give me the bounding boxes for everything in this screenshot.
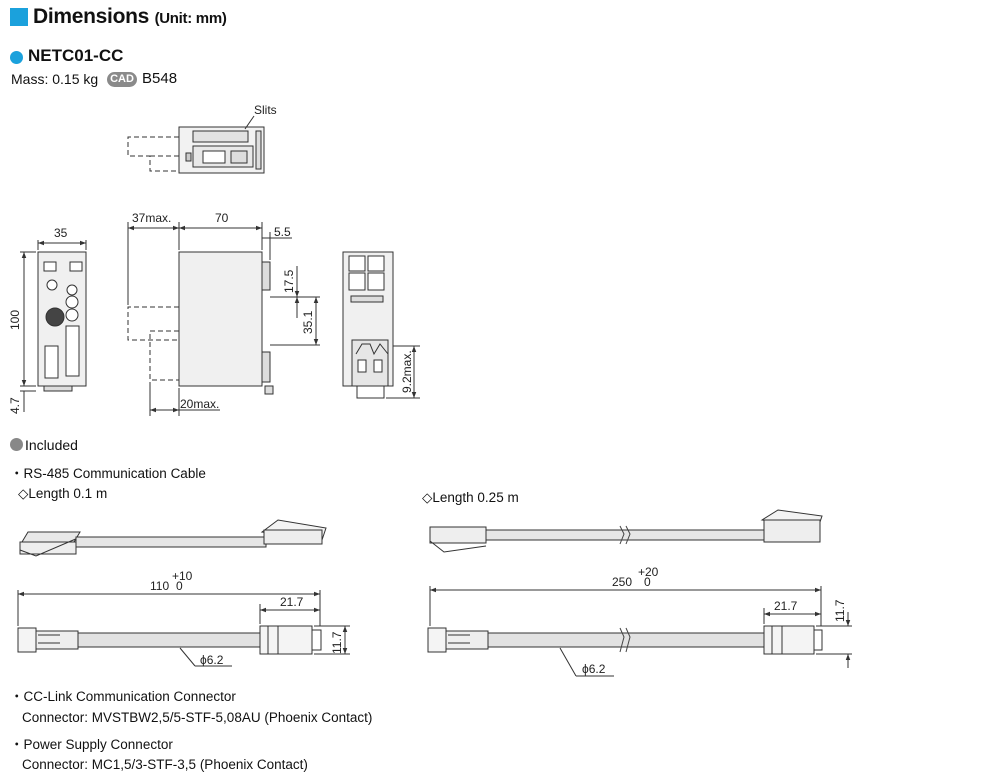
- top-view: Slits: [127, 103, 277, 174]
- page-title: Dimensions (Unit: mm): [33, 5, 227, 28]
- short-tol-minus: 0: [176, 579, 183, 593]
- cc-link-connector: Connector: MVSTBW2,5/5-STF-5,08AU (Phoen…: [22, 710, 373, 725]
- long-11-7: 11.7: [833, 599, 847, 622]
- cad-badge[interactable]: CAD: [107, 72, 137, 87]
- long-tol-plus: +20: [638, 565, 659, 579]
- model-bullet: [10, 51, 23, 64]
- cable-long-perspective: [429, 509, 823, 553]
- long-21-7: 21.7: [774, 599, 798, 613]
- dim-20max: 20max.: [180, 397, 219, 411]
- cable-short-dimensioned: 110 +10 0 21.7 11.7 ϕ6.2: [17, 569, 350, 667]
- long-length-label: ◇Length 0.25 m: [422, 490, 519, 505]
- dim-17-5: 17.5: [282, 269, 296, 293]
- cad-code[interactable]: B548: [142, 70, 178, 87]
- slits-label: Slits: [254, 103, 277, 117]
- long-tol-minus: 0: [644, 575, 651, 589]
- cc-link-label: ・CC-Link Communication Connector: [10, 689, 236, 704]
- short-21-7: 21.7: [280, 595, 304, 609]
- side-view: 37max. 70 5.5 17.5 35.1 20max.: [127, 211, 320, 416]
- dim-35-1: 35.1: [301, 310, 315, 334]
- short-length-label: ◇Length 0.1 m: [18, 486, 108, 501]
- dim-100: 100: [8, 310, 22, 330]
- rear-view: 9.2max.: [342, 251, 420, 399]
- title-marker: [10, 8, 28, 26]
- power-connector: Connector: MC1,5/3-STF-3,5 (Phoenix Cont…: [22, 757, 308, 772]
- short-len: 110: [150, 579, 169, 593]
- dim-35: 35: [54, 226, 68, 240]
- model-name: NETC01-CC: [28, 46, 124, 65]
- short-tol-plus: +10: [172, 569, 193, 583]
- included-heading: Included: [25, 437, 78, 453]
- dim-37max: 37max.: [132, 211, 171, 225]
- front-view: 35 100 4.7: [8, 226, 87, 414]
- short-11-7: 11.7: [330, 631, 344, 654]
- cable-long-dimensioned: 250 +20 0 21.7 11.7 ϕ6.2: [427, 565, 852, 677]
- included-bullet: [10, 438, 23, 451]
- dim-4-7: 4.7: [8, 397, 22, 414]
- mass-text: Mass: 0.15 kg: [11, 71, 99, 87]
- dim-5-5: 5.5: [274, 225, 291, 239]
- long-phi: ϕ6.2: [582, 662, 606, 676]
- dim-9-2max: 9.2max.: [400, 350, 414, 393]
- cable-short-perspective: [19, 519, 327, 557]
- dim-70: 70: [215, 211, 229, 225]
- power-label: ・Power Supply Connector: [10, 737, 173, 752]
- long-len: 250: [612, 575, 632, 589]
- rs485-label: ・RS-485 Communication Cable: [10, 466, 206, 481]
- unit-label: (Unit: mm): [154, 10, 227, 27]
- short-phi: ϕ6.2: [200, 653, 224, 667]
